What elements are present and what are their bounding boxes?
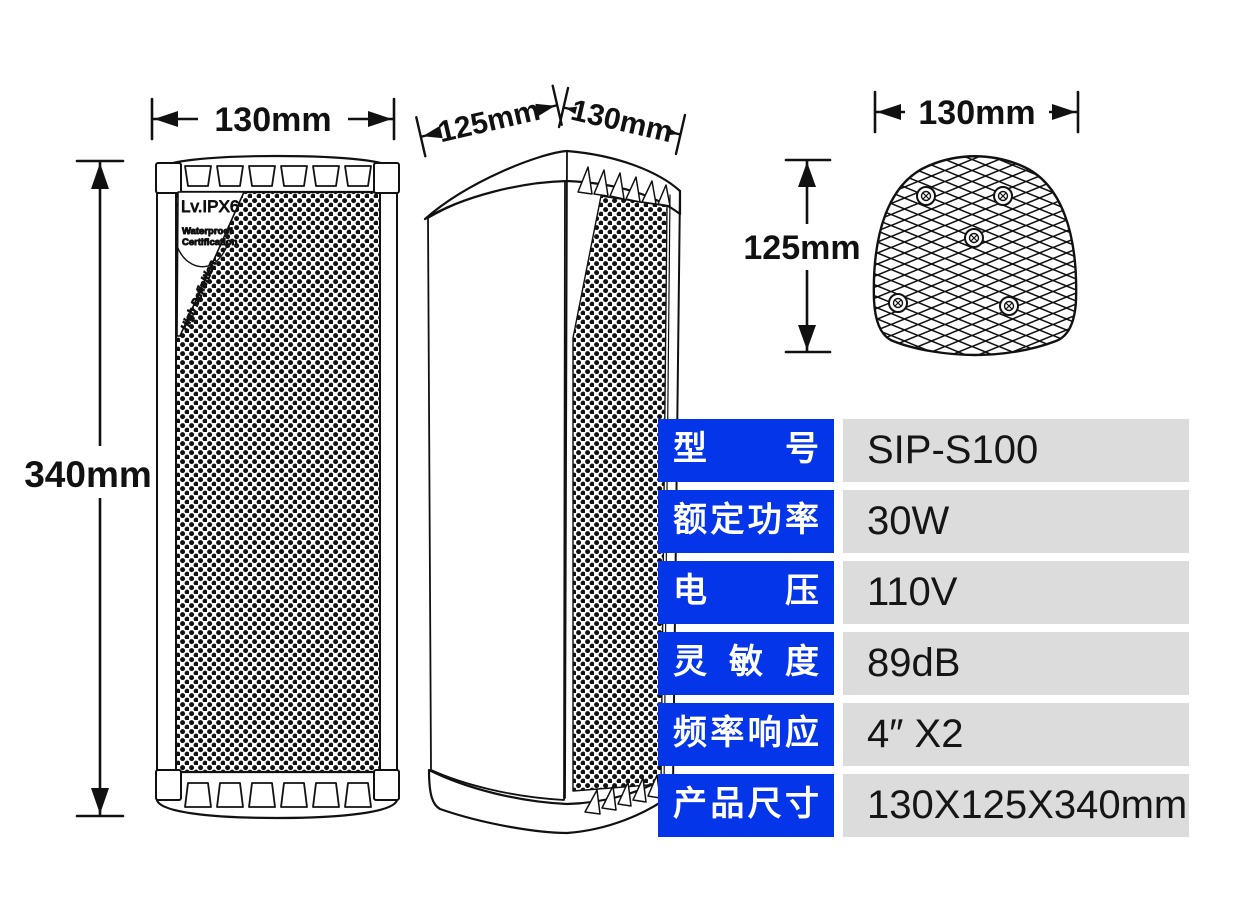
top-view-mesh <box>872 155 1078 357</box>
front-view: Lv.IPX6 Waterproof Certification High De… <box>155 154 400 820</box>
perspective-view <box>423 149 682 835</box>
dim-front-height-label: 340mm <box>24 454 152 495</box>
spec-row-voltage: 电 压 110V <box>658 561 1189 624</box>
perspective-grille <box>572 195 668 792</box>
screw-icon <box>993 186 1013 206</box>
spec-row-sensitivity: 灵 敏 度 89dB <box>658 632 1189 695</box>
spec-value-sensitivity: 89dB <box>843 632 1189 695</box>
dim-persp-depth-label: 125mm <box>435 94 543 149</box>
spec-label-sensitivity: 灵 敏 度 <box>658 632 834 695</box>
dim-top-width: 130mm <box>873 90 1080 134</box>
perspective-top-vents <box>577 166 671 207</box>
screw-icon <box>964 228 984 248</box>
spec-table: 型 号 SIP-S100 额定功率 30W 电 压 110V 灵 敏 度 89d… <box>658 419 1189 845</box>
front-bottom-vents <box>184 782 372 808</box>
spec-value-size: 130X125X340mm <box>843 774 1189 837</box>
spec-value-rated-power: 30W <box>843 490 1189 553</box>
dim-persp-width-label: 130mm <box>568 94 676 149</box>
side-panel <box>427 178 566 801</box>
spec-row-rated-power: 额定功率 30W <box>658 490 1189 553</box>
badge-cert-line2: Certification <box>182 237 238 248</box>
spec-value-frequency: 4″ X2 <box>843 703 1189 766</box>
screw-icon <box>888 293 908 313</box>
dim-front-height: 340mm <box>24 159 152 818</box>
spec-label-size: 产品尺寸 <box>658 774 834 837</box>
dim-persp-depth: 125mm <box>415 84 563 158</box>
top-view <box>872 155 1078 357</box>
dim-top-width-label: 130mm <box>918 94 1035 132</box>
badge-cert-line1: Waterproof <box>182 226 233 237</box>
spec-row-frequency: 频率响应 4″ X2 <box>658 703 1189 766</box>
screws <box>888 186 1019 316</box>
spec-label-model: 型 号 <box>658 419 834 482</box>
perspective-bottom-cap <box>427 768 673 835</box>
dim-front-width: 130mm <box>150 97 396 141</box>
spec-row-size: 产品尺寸 130X125X340mm <box>658 774 1189 837</box>
perspective-bottom-vents <box>584 774 661 815</box>
dim-front-width-label: 130mm <box>214 101 331 139</box>
dim-top-depth: 125mm <box>736 158 870 354</box>
spec-label-voltage: 电 压 <box>658 561 834 624</box>
spec-label-rated-power: 额定功率 <box>658 490 834 553</box>
front-grille <box>175 191 381 777</box>
dim-persp-width: 130mm <box>557 86 687 156</box>
screw-icon <box>999 296 1019 316</box>
badge-level-text: Lv.IPX6 <box>181 197 239 216</box>
spec-value-voltage: 110V <box>843 561 1189 624</box>
spec-row-model: 型 号 SIP-S100 <box>658 419 1189 482</box>
spec-value-model: SIP-S100 <box>843 419 1189 482</box>
screw-icon <box>916 186 936 206</box>
dim-top-depth-label: 125mm <box>743 229 860 267</box>
front-top-vents <box>184 165 372 187</box>
spec-label-frequency: 频率响应 <box>658 703 834 766</box>
